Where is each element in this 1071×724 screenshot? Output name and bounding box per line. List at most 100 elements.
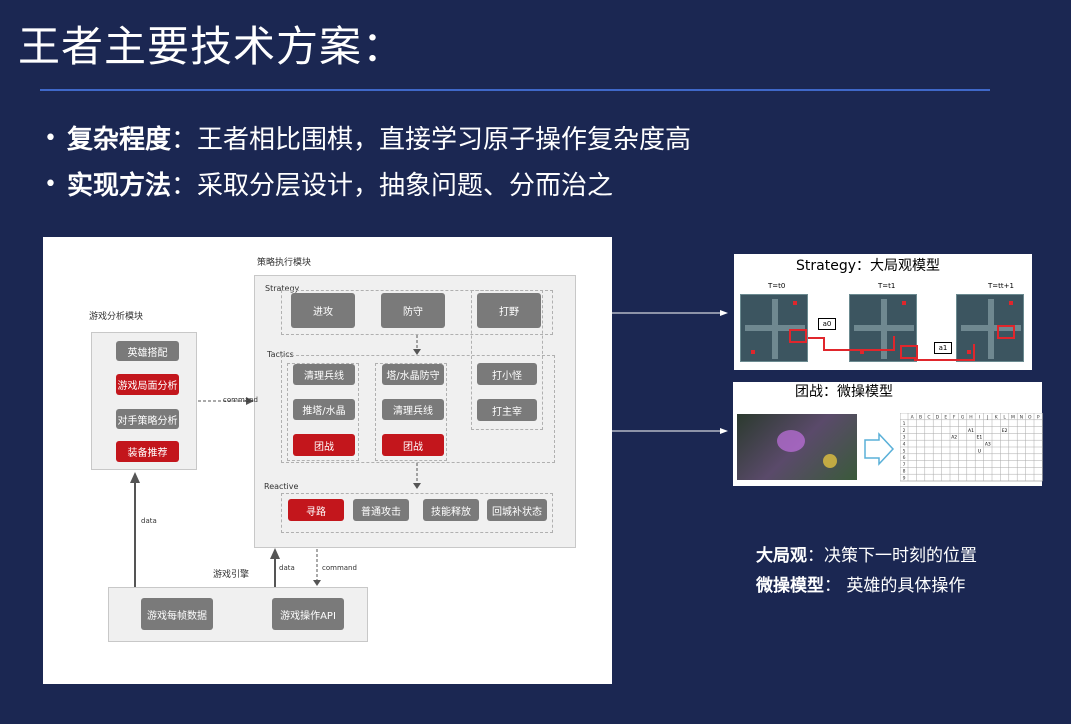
- bullet-dot-icon: •: [44, 172, 57, 197]
- node-normal-attack: 普通攻击: [353, 499, 409, 521]
- grid-row-header: 7: [903, 462, 906, 468]
- note-text: ：决策下一时刻的位置: [807, 546, 977, 566]
- grid-col-header: M: [1011, 414, 1015, 420]
- time-label-t2: T=tt+1: [988, 282, 1014, 290]
- page-title: 王者主要技术方案：: [18, 22, 406, 71]
- grid-row-header: 6: [903, 455, 906, 461]
- strategy-panel-title: Strategy：大局观模型: [796, 258, 940, 274]
- node-situation-analysis: 游戏局面分析: [116, 374, 179, 395]
- node-tower-defend: 塔/水晶防守: [382, 364, 444, 385]
- action-box-a0: a0: [818, 318, 836, 330]
- node-attack: 进攻: [291, 293, 355, 328]
- grid-cell-label: A2: [951, 435, 957, 441]
- strategy-label: Strategy: [265, 284, 300, 293]
- grid-col-header: J: [986, 414, 988, 420]
- node-clear-wave-2: 清理兵线: [382, 399, 444, 420]
- grid-row-header: 3: [903, 435, 906, 441]
- grid-col-header: I: [979, 414, 980, 420]
- teamfight-screenshot: [737, 414, 857, 480]
- time-label-t1: T=t1: [878, 282, 896, 290]
- bullet-head: 实现方法: [66, 171, 171, 201]
- grid-col-header: K: [995, 414, 999, 420]
- diagram-connectors: [130, 335, 421, 588]
- engine-title: 游戏引擎: [213, 570, 250, 580]
- edge-command-label: command: [223, 396, 258, 404]
- note-head: 微操模型: [756, 576, 824, 596]
- node-overlord: 打主宰: [477, 399, 537, 421]
- strategy-layer: [281, 290, 553, 335]
- bullet-head: 复杂程度: [66, 125, 171, 155]
- strategy-model-panel: Strategy：大局观模型 T=t0 T=t1 T=tt+1 a0 a1: [734, 254, 1032, 370]
- note-strategy: 大局观：决策下一时刻的位置: [756, 548, 977, 565]
- minimap-t0: [740, 294, 808, 362]
- note-text: ： 英雄的具体操作: [824, 576, 966, 596]
- node-push-tower: 推塔/水晶: [293, 399, 355, 420]
- grid-cell-label: E2: [1002, 428, 1008, 434]
- time-label-t0: T=t0: [768, 282, 786, 290]
- grid-col-header: N: [1020, 414, 1023, 420]
- grid-row-header: 2: [903, 428, 906, 434]
- node-pathfinding: 寻路: [288, 499, 344, 521]
- node-recall: 回城补状态: [487, 499, 547, 521]
- grid-cell-label: U: [978, 448, 981, 454]
- node-equipment-recommend: 装备推荐: [116, 441, 179, 462]
- arrow-right-icon: [864, 432, 895, 466]
- grid-row-header: 4: [903, 442, 906, 448]
- exec-module-title: 策略执行模块: [257, 258, 312, 268]
- node-defend: 防守: [381, 293, 445, 328]
- grid-row-header: 8: [903, 469, 906, 475]
- node-team-fight-2: 团战: [382, 434, 444, 456]
- analysis-module-title: 游戏分析模块: [89, 312, 144, 322]
- grid-row-header: 9: [903, 476, 906, 482]
- micro-panel-title: 团战：微操模型: [795, 384, 893, 400]
- grid-col-header: B: [919, 414, 922, 420]
- grid-cell-label: A1: [968, 428, 974, 434]
- bullet-method: • 实现方法：采取分层设计，抽象问题、分而治之: [44, 173, 613, 199]
- node-small-monster: 打小怪: [477, 363, 537, 385]
- reactive-layer: [281, 493, 553, 533]
- edge-data-label-2: data: [279, 564, 295, 572]
- node-operation-api: 游戏操作API: [272, 598, 344, 630]
- edge-data-label: data: [141, 517, 157, 525]
- tactics-label: Tactics: [267, 350, 294, 359]
- grid-row-header: 1: [903, 421, 906, 427]
- reactive-label: Reactive: [264, 482, 299, 491]
- grid-cell-label: E1: [977, 435, 983, 441]
- grid-col-header: E: [944, 414, 947, 420]
- node-jungle: 打野: [477, 293, 541, 328]
- grid-col-header: G: [961, 414, 965, 420]
- node-hero-pairing: 英雄搭配: [116, 341, 179, 361]
- bullet-complexity: •复杂程度：王者相比围棋，直接学习原子操作复杂度高: [44, 127, 691, 153]
- tactics-col-jungle: [471, 290, 543, 430]
- strategy-path-lines: [808, 336, 975, 361]
- bullet-text: ：采取分层设计，抽象问题、分而治之: [171, 171, 614, 201]
- grid-cell-label: A3: [985, 442, 991, 448]
- node-clear-wave: 清理兵线: [293, 364, 355, 385]
- panel-arrows: [612, 310, 728, 434]
- grid-col-header: F: [953, 414, 956, 420]
- grid-row-header: 5: [903, 448, 906, 454]
- edge-command-label-2: command: [322, 564, 357, 572]
- grid-col-header: L: [1003, 414, 1006, 420]
- node-frame-data: 游戏每帧数据: [141, 598, 213, 630]
- grid-col-header: A: [911, 414, 915, 420]
- bullet-text: ：王者相比围棋，直接学习原子操作复杂度高: [171, 125, 692, 155]
- architecture-diagram: 游戏分析模块 英雄搭配 游戏局面分析 对手策略分析 装备推荐 策略执行模块 St…: [43, 237, 612, 684]
- node-skill-cast: 技能释放: [423, 499, 479, 521]
- node-team-fight: 团战: [293, 434, 355, 456]
- grid-col-header: C: [927, 414, 930, 420]
- action-box-a1: a1: [934, 342, 952, 354]
- title-divider: [40, 89, 990, 91]
- tactics-layer: [281, 355, 555, 463]
- grid-col-header: H: [969, 414, 972, 420]
- minimap-t2: [956, 294, 1024, 362]
- tactics-col-attack: [287, 363, 359, 461]
- note-micro: 微操模型： 英雄的具体操作: [756, 578, 965, 595]
- node-opponent-analysis: 对手策略分析: [116, 409, 179, 429]
- note-head: 大局观: [756, 546, 807, 566]
- grid-col-header: D: [936, 414, 940, 420]
- grid-col-header: P: [1037, 414, 1040, 420]
